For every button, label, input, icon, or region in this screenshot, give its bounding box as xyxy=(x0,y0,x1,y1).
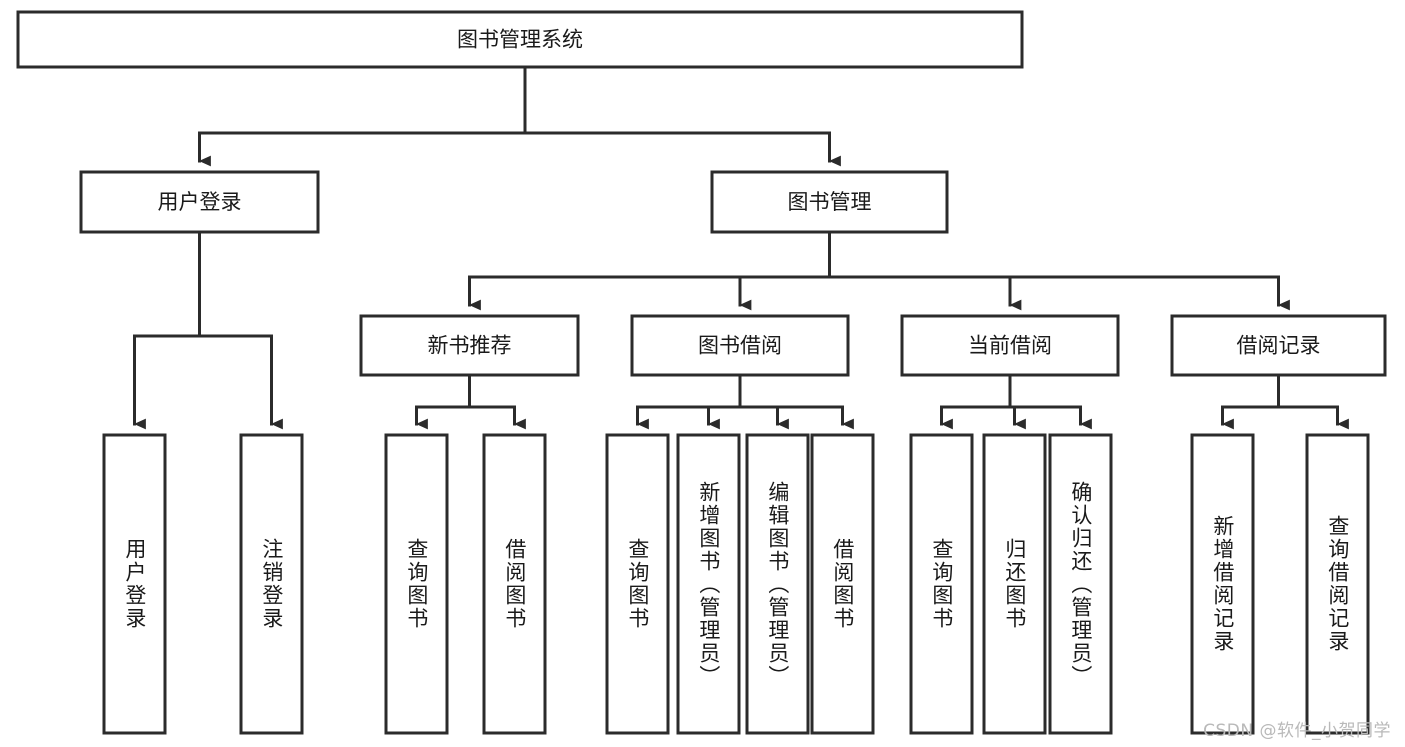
node-box-user-login[interactable] xyxy=(79,170,320,234)
node-box-leaf-confirm-return-admin[interactable] xyxy=(1048,433,1113,735)
node-box-leaf-edit-book-admin[interactable] xyxy=(745,433,810,735)
node-label-root: 图书管理系统 xyxy=(457,28,583,52)
node-box-leaf-query-book-2[interactable] xyxy=(605,433,670,735)
node-label-book-management: 图书管理 xyxy=(788,190,872,214)
node-label-new-book-recommend: 新书推荐 xyxy=(428,334,512,358)
node-leaf-return-book[interactable] xyxy=(982,433,1047,735)
node-new-book-recommend[interactable]: 新书推荐 xyxy=(359,314,580,377)
node-box-leaf-borrow-book-1[interactable] xyxy=(482,433,547,735)
node-leaf-user-logout[interactable] xyxy=(239,433,304,735)
node-box-leaf-query-book-1[interactable] xyxy=(384,433,449,735)
node-box-new-book-recommend[interactable] xyxy=(359,314,580,377)
node-box-leaf-add-book-admin[interactable] xyxy=(676,433,741,735)
node-box-leaf-add-borrow-record[interactable] xyxy=(1190,433,1255,735)
node-user-login[interactable]: 用户登录 xyxy=(79,170,320,234)
node-box-book-management[interactable] xyxy=(710,170,949,234)
node-box-leaf-user-logout[interactable] xyxy=(239,433,304,735)
node-leaf-query-book-3[interactable] xyxy=(909,433,974,735)
node-label-user-login: 用户登录 xyxy=(158,190,242,214)
node-leaf-borrow-book-1[interactable] xyxy=(482,433,547,735)
node-leaf-query-borrow-record[interactable] xyxy=(1305,433,1370,735)
node-leaf-query-book-1[interactable] xyxy=(384,433,449,735)
node-box-root[interactable] xyxy=(16,10,1024,69)
connector-layer xyxy=(133,65,1349,430)
node-book-borrow[interactable]: 图书借阅 xyxy=(630,314,850,377)
node-box-leaf-borrow-book-2[interactable] xyxy=(810,433,875,735)
node-box-borrow-records[interactable] xyxy=(1170,314,1387,377)
node-leaf-user-login[interactable] xyxy=(102,433,167,735)
node-leaf-edit-book-admin[interactable] xyxy=(745,433,810,735)
node-box-leaf-query-book-3[interactable] xyxy=(909,433,974,735)
node-leaf-add-borrow-record[interactable] xyxy=(1190,433,1255,735)
watermark-text: CSDN @软件_小贺同学 xyxy=(1203,721,1391,741)
node-leaf-add-book-admin[interactable] xyxy=(676,433,741,735)
node-book-management[interactable]: 图书管理 xyxy=(710,170,949,234)
node-box-leaf-return-book[interactable] xyxy=(982,433,1047,735)
node-leaf-confirm-return-admin[interactable] xyxy=(1048,433,1113,735)
node-label-book-borrow: 图书借阅 xyxy=(698,334,782,358)
node-box-book-borrow[interactable] xyxy=(630,314,850,377)
node-leaf-borrow-book-2[interactable] xyxy=(810,433,875,735)
node-label-current-borrow: 当前借阅 xyxy=(968,334,1052,358)
node-box-leaf-user-login[interactable] xyxy=(102,433,167,735)
node-root[interactable]: 图书管理系统 xyxy=(16,10,1024,69)
node-box-leaf-query-borrow-record[interactable] xyxy=(1305,433,1370,735)
node-label-borrow-records: 借阅记录 xyxy=(1237,334,1321,358)
node-borrow-records[interactable]: 借阅记录 xyxy=(1170,314,1387,377)
node-current-borrow[interactable]: 当前借阅 xyxy=(900,314,1120,377)
node-box-current-borrow[interactable] xyxy=(900,314,1120,377)
node-leaf-query-book-2[interactable] xyxy=(605,433,670,735)
